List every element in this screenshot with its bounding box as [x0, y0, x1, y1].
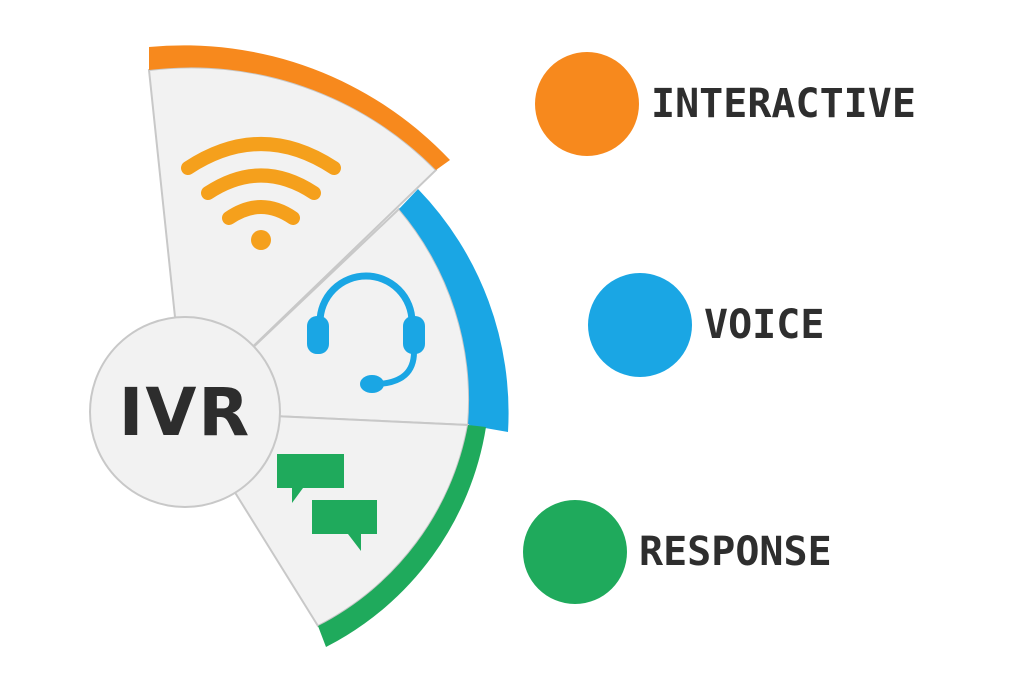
wifi-icon	[181, 137, 341, 250]
legend-label-voice: VOICE	[704, 302, 825, 348]
legend-dot-voice	[588, 273, 692, 377]
legend-item-response: RESPONSE	[523, 500, 832, 604]
legend-dot-interactive	[535, 52, 639, 156]
center-circle	[89, 316, 281, 508]
segment-voice-band	[399, 189, 509, 432]
segment-response-band	[318, 425, 486, 647]
segment-interactive-band	[149, 45, 450, 170]
chat-bubbles-icon	[277, 454, 377, 551]
legend-label-interactive: INTERACTIVE	[651, 81, 916, 127]
headset-icon	[307, 272, 425, 393]
legend-item-voice: VOICE	[588, 273, 824, 377]
legend-item-interactive: INTERACTIVE	[535, 52, 916, 156]
legend-dot-response	[523, 500, 627, 604]
legend-label-response: RESPONSE	[639, 529, 832, 575]
